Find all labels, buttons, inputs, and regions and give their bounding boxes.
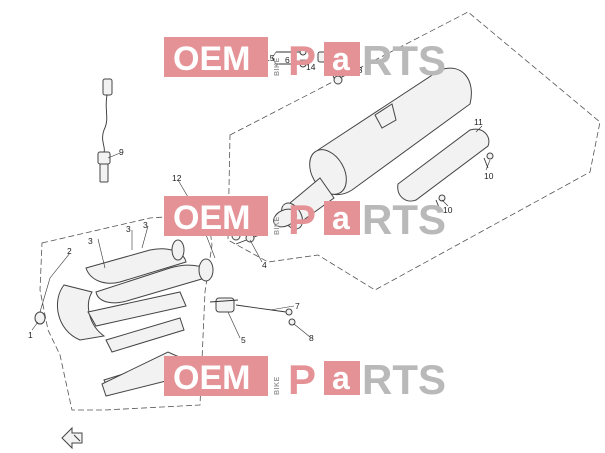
watermark-bottom: OEM BIKE P a RTS [164,356,446,403]
watermark-p: P [288,37,316,84]
exhaust-gasket [34,311,46,325]
callout-15: 15 [265,53,275,63]
callout-5: 5 [241,335,246,345]
callout-4: 4 [262,260,267,270]
watermark-bike: BIKE [274,57,281,76]
header-boundary [39,213,213,411]
watermark-bike: BIKE [274,376,281,395]
callout-7: 7 [295,301,300,311]
watermark-rts: RTS [362,196,446,243]
callout-10a: 10 [484,171,494,181]
callout-12: 12 [172,173,182,183]
callout-6: 6 [285,55,290,65]
watermark-rts: RTS [362,356,446,403]
callout-3c: 3 [143,220,148,230]
watermark-a: a [332,41,350,77]
watermark-bike: BIKE [274,216,281,235]
muffler-mount-tab [374,103,397,129]
watermark-a: a [332,200,350,236]
callout-3a: 3 [88,236,93,246]
callout-14: 14 [306,62,316,72]
watermark-middle: OEM BIKE P a RTS [164,196,446,243]
muffler-heat-shield [397,128,490,202]
callout-2: 2 [67,246,72,256]
front-direction-arrow-icon [61,426,83,450]
leader-lines [31,51,491,339]
watermark-oem: OEM [173,40,250,78]
callout-11: 11 [474,117,483,127]
watermark-p: P [288,196,316,243]
watermark-oem: OEM [173,199,250,237]
callout-3b: 3 [126,224,131,234]
watermark-oem: OEM [173,359,250,397]
assembly-boundary [227,11,601,291]
callout-8: 8 [309,333,314,343]
watermark-rts: RTS [362,37,446,84]
callout-9: 9 [119,147,124,157]
callout-10b: 10 [443,205,453,215]
watermark-top: OEM BIKE P a RTS [164,37,446,84]
watermark-a: a [332,360,350,396]
oxygen-sensor [97,78,113,183]
hanger-bolt-assembly [209,297,296,326]
watermark-p: P [288,356,316,403]
callout-1: 1 [28,330,33,340]
bracket-bolts [276,48,307,68]
